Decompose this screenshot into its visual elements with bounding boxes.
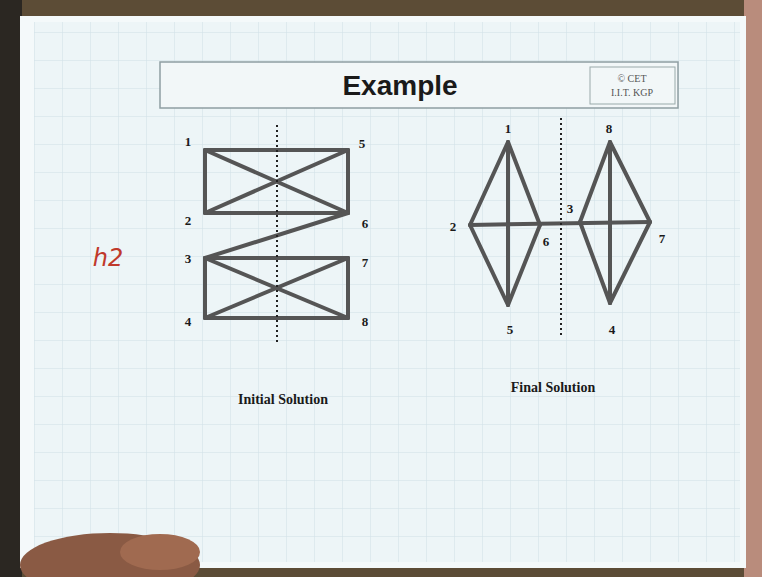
vertex-number: 4 [609, 323, 616, 336]
vertex-number: 7 [659, 232, 666, 245]
vertex-number: 3 [185, 252, 192, 265]
logo-text: © CET [618, 74, 647, 84]
handwritten-note: h2 [93, 246, 123, 270]
vertex-number: 7 [362, 256, 369, 269]
vertex-number: 5 [507, 323, 514, 336]
vertex-number: 1 [185, 135, 192, 148]
vertex-number: 2 [450, 220, 457, 233]
vertex-number: 6 [543, 235, 550, 248]
vertex-number: 8 [606, 122, 613, 135]
vertex-number: 1 [505, 122, 512, 135]
graph-caption: Initial Solution [238, 393, 328, 407]
vertex-number: 5 [359, 137, 366, 150]
vertex-number: 6 [362, 217, 369, 230]
vertex-number: 3 [567, 202, 574, 215]
graph-caption: Final Solution [511, 381, 595, 395]
vertex-number: 8 [362, 315, 369, 328]
slide-title: Example [342, 72, 457, 100]
vertex-number: 2 [185, 214, 192, 227]
vertex-number: 4 [185, 315, 192, 328]
logo-text: I.I.T. KGP [611, 88, 653, 98]
